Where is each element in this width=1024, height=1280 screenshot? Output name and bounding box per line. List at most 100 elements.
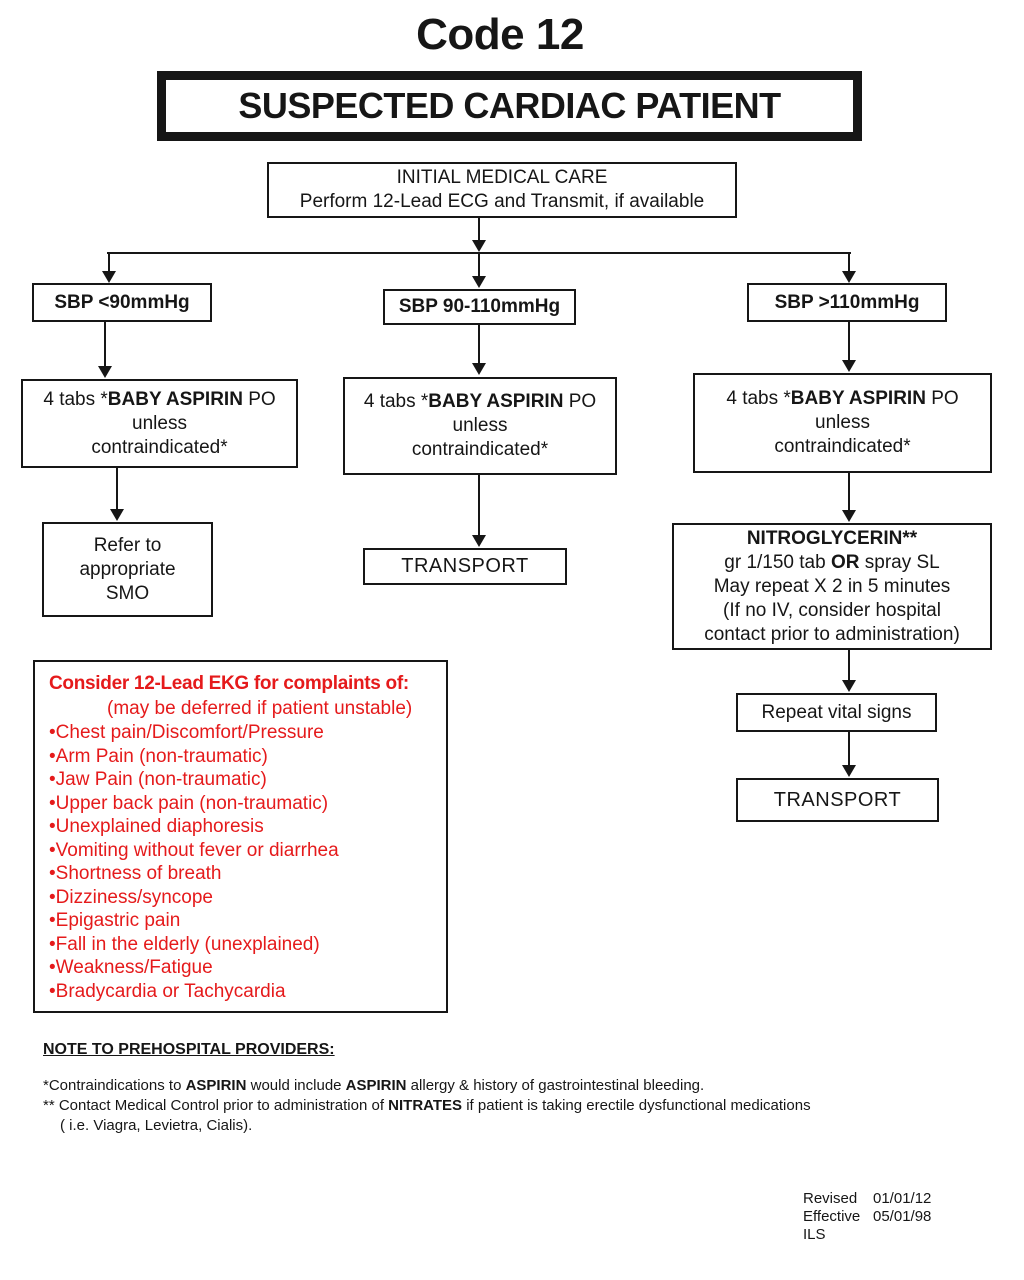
nitro-dose-or: OR [830,551,860,573]
condition-sbp-90-110-label: SBP 90-110mmHg [398,296,561,317]
refer-line1: Refer to [93,534,162,556]
nitro-dose-post: spray SL [859,551,940,573]
revision-label: ILS [803,1226,826,1243]
aspirin-drug: BABY ASPIRIN [790,388,926,409]
flow-arrow-initial-to-split [472,218,486,252]
flow-arrow-middle-to-aspirin [472,325,486,375]
fn1-bold1: ASPIRIN [185,1077,247,1094]
aspirin-line3: contraindicated* [411,439,549,460]
aspirin-post: PO [563,391,597,412]
aspirin-box-right: 4 tabs *BABY ASPIRIN PO unless contraind… [693,373,992,473]
condition-sbp-under-90-label: SBP <90mmHg [54,291,190,313]
flow-arrow-split-left [102,254,116,283]
ekg-complaint-item: Jaw Pain (non-traumatic) [49,768,438,792]
branch-connector-line [107,252,851,254]
prehospital-notes: NOTE TO PREHOSPITAL PROVIDERS: *Contrain… [43,1040,811,1136]
ekg-panel-title: Consider 12-Lead EKG for complaints of: [49,673,409,694]
nitro-title: NITROGLYCERIN** [747,527,917,551]
flow-arrow-right-to-nitro [842,473,856,522]
footnote-nitrates: ** Contact Medical Control prior to admi… [43,1096,811,1116]
ekg-complaint-item: Unexplained diaphoresis [49,815,438,839]
revision-row: ILS [803,1226,931,1244]
condition-sbp-90-110: SBP 90-110mmHg [383,289,576,325]
repeat-vitals-box: Repeat vital signs [736,693,937,732]
protocol-banner: SUSPECTED CARDIAC PATIENT [157,71,862,141]
nitro-line4: (If no IV, consider hospital [723,599,941,621]
revision-value: 05/01/98 [873,1208,932,1225]
aspirin-drug: BABY ASPIRIN [428,391,564,412]
revision-label: Revised [803,1190,858,1207]
initial-medical-care-box: INITIAL MEDICAL CARE Perform 12-Lead ECG… [267,162,737,218]
aspirin-box-middle: 4 tabs *BABY ASPIRIN PO unless contraind… [343,377,617,475]
notes-heading: NOTE TO PREHOSPITAL PROVIDERS: [43,1041,335,1058]
ekg-complaint-item: Arm Pain (non-traumatic) [49,745,438,769]
transport-right-label: TRANSPORT [773,788,902,811]
fn1-post: allergy & history of gastrointestinal bl… [406,1077,705,1094]
aspirin-box-left: 4 tabs *BABY ASPIRIN PO unless contraind… [21,379,298,468]
condition-sbp-over-110: SBP >110mmHg [747,283,947,322]
ekg-complaint-item: Weakness/Fatigue [49,956,438,980]
nitroglycerin-box: NITROGLYCERIN** gr 1/150 tab OR spray SL… [672,523,992,650]
revision-row: Revised 01/01/12 [803,1190,931,1208]
ekg-complaints-panel: Consider 12-Lead EKG for complaints of: … [33,660,448,1013]
condition-sbp-over-110-label: SBP >110mmHg [774,291,920,313]
fn2-post: if patient is taking erectile dysfunctio… [462,1097,811,1114]
refer-smo-box: Refer to appropriate SMO [42,522,213,617]
fn2-pre: ** Contact Medical Control prior to admi… [43,1097,389,1114]
ekg-panel-subtitle: (may be deferred if patient unstable) [107,698,413,719]
flow-arrow-right-to-aspirin [842,322,856,372]
refer-line3: SMO [105,582,150,604]
revision-label: Effective [803,1208,861,1225]
flow-arrow-left-to-aspirin [98,322,112,378]
aspirin-line2: unless [132,412,187,434]
flow-arrow-nitro-to-vitals [842,650,856,692]
nitro-dose-line: gr 1/150 tab OR spray SL [724,551,939,575]
protocol-banner-label: SUSPECTED CARDIAC PATIENT [238,85,781,126]
revision-row: Effective 05/01/98 [803,1208,931,1226]
fn2-bold1: NITRATES [388,1097,463,1114]
ekg-complaints-list: Chest pain/Discomfort/PressureArm Pain (… [49,721,438,1003]
ekg-complaint-item: Upper back pain (non-traumatic) [49,792,438,816]
flow-arrow-split-middle [472,254,486,288]
aspirin-line1: 4 tabs *BABY ASPIRIN PO [43,388,275,412]
nitro-line5: contact prior to administration) [704,623,960,645]
aspirin-post: PO [925,388,959,409]
ekg-complaint-item: Epigastric pain [49,909,438,933]
fn1-bold2: ASPIRIN [345,1077,407,1094]
transport-box-middle: TRANSPORT [363,548,567,585]
nitro-dose-pre: gr 1/150 tab [724,551,831,573]
aspirin-post: PO [242,388,276,410]
ekg-complaint-item: Bradycardia or Tachycardia [49,980,438,1004]
aspirin-line1: 4 tabs *BABY ASPIRIN PO [726,387,958,411]
aspirin-line3: contraindicated* [774,436,911,457]
aspirin-line3: contraindicated* [91,436,228,458]
nitro-title-text: NITROGLYCERIN** [746,527,918,549]
ekg-complaint-item: Fall in the elderly (unexplained) [49,933,438,957]
flow-arrow-left-to-smo [110,468,124,521]
nitro-line3: May repeat X 2 in 5 minutes [713,575,951,597]
page-title: Code 12 [416,10,584,59]
aspirin-line2: unless [452,415,508,436]
ekg-complaint-item: Dizziness/syncope [49,886,438,910]
transport-box-right: TRANSPORT [736,778,939,822]
fn1-mid: would include [246,1077,346,1094]
aspirin-line1: 4 tabs *BABY ASPIRIN PO [364,390,596,414]
initial-care-line1: INITIAL MEDICAL CARE [396,167,608,188]
aspirin-pre: 4 tabs * [43,388,108,410]
ekg-complaint-item: Vomiting without fever or diarrhea [49,839,438,863]
ekg-complaint-item: Chest pain/Discomfort/Pressure [49,721,438,745]
ekg-complaint-item: Shortness of breath [49,862,438,886]
aspirin-line2: unless [815,412,870,433]
condition-sbp-under-90: SBP <90mmHg [32,283,212,322]
initial-care-line2: Perform 12-Lead ECG and Transmit, if ava… [299,191,705,212]
revision-value: 01/01/12 [873,1190,932,1207]
repeat-vitals-label: Repeat vital signs [761,701,912,723]
refer-line2: appropriate [79,558,176,580]
flow-arrow-middle-to-transport [472,475,486,547]
aspirin-pre: 4 tabs * [363,391,429,412]
transport-middle-label: TRANSPORT [401,555,529,577]
flow-arrow-vitals-to-transport [842,732,856,777]
aspirin-pre: 4 tabs * [726,388,791,409]
flow-arrow-split-right [842,254,856,283]
